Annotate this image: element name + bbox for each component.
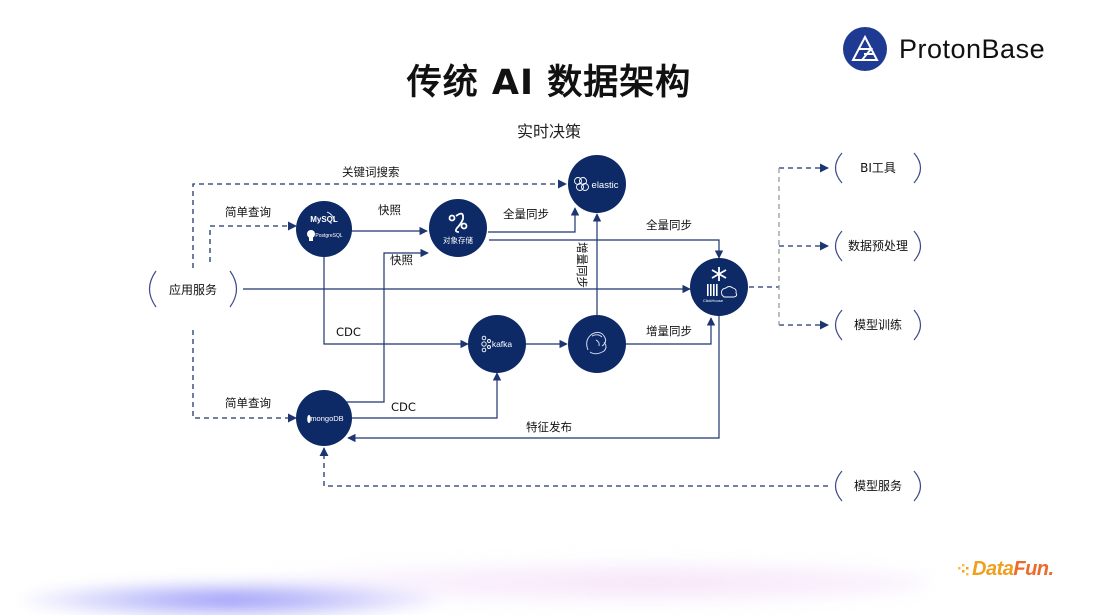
decorative-gradient-wave xyxy=(0,540,1098,615)
edge-incr-sync-ch xyxy=(625,317,716,345)
edge-keyword-search xyxy=(192,179,567,268)
bi-tool-label: BI工具 xyxy=(860,161,896,175)
kafka-label: kafka xyxy=(492,339,513,349)
label-snapshot-mongo: 快照 xyxy=(390,253,413,267)
postgresql-elephant-icon xyxy=(307,230,315,241)
brand-name: ProtonBase xyxy=(899,33,1046,64)
label-simple-query-bottom: 简单查询 xyxy=(225,396,271,410)
kafka-logo-icon xyxy=(481,335,491,353)
output-model-training[interactable]: 模型训练 xyxy=(834,309,922,341)
label-cdc-mysql: CDC xyxy=(336,325,361,339)
label-full-sync-es: 全量同步 xyxy=(503,207,549,221)
node-flink[interactable] xyxy=(568,315,626,373)
label-incr-sync-es: 增量同步 xyxy=(575,242,589,288)
postgresql-label: PostgreSQL xyxy=(315,233,342,239)
label-keyword-search: 关键词搜索 xyxy=(342,165,400,179)
page-title: 传统 AI 数据架构 xyxy=(406,63,692,103)
output-model-service[interactable]: 模型服务 xyxy=(834,470,922,502)
mongodb-leaf-icon xyxy=(307,415,311,423)
clickhouse-bars-icon xyxy=(707,284,718,296)
node-object-storage[interactable]: 对象存储 xyxy=(429,199,487,257)
mongodb-label: mongoDB xyxy=(310,414,343,423)
output-data-preprocess[interactable]: 数据预处理 xyxy=(834,230,922,262)
brand-logo: ProtonBase xyxy=(843,27,1045,71)
edge-mongo-cdc xyxy=(349,372,502,419)
label-snapshot-mysql: 快照 xyxy=(378,203,401,217)
object-storage-icon xyxy=(448,212,468,233)
edge-feature-publish xyxy=(347,316,720,443)
node-app-service[interactable]: 应用服务 xyxy=(148,270,238,308)
mysql-dolphin-icon xyxy=(326,211,336,223)
model-service-label: 模型服务 xyxy=(854,478,902,493)
object-storage-label: 对象存储 xyxy=(443,235,473,245)
edge-full-sync-ch xyxy=(489,239,724,259)
node-clickhouse[interactable]: ClickHouse xyxy=(690,258,748,316)
edge-simple-query-top xyxy=(209,221,297,262)
output-bi-tool[interactable]: BI工具 xyxy=(834,152,922,184)
snowflake-icon xyxy=(711,267,727,281)
page-subtitle: 实时决策 xyxy=(516,122,581,141)
label-feature-publish: 特征发布 xyxy=(526,420,572,434)
clickhouse-label: ClickHouse xyxy=(703,298,724,303)
datafun-dots-icon xyxy=(958,563,969,575)
mysql-label: MySQL xyxy=(310,215,338,224)
model-training-label: 模型训练 xyxy=(854,317,902,332)
label-cdc-mongo: CDC xyxy=(391,400,416,414)
edge-mongo-snapshot xyxy=(346,248,429,403)
edge-model-service xyxy=(319,447,828,487)
label-incr-sync-ch: 增量同步 xyxy=(646,324,692,338)
datafun-fun-text: Fun. xyxy=(1013,558,1054,580)
node-mongodb[interactable]: mongoDB xyxy=(296,390,352,446)
elastic-logo-icon xyxy=(574,177,589,191)
edge-mysql-cdc xyxy=(323,257,469,349)
flink-squirrel-icon xyxy=(586,331,607,355)
elastic-label: elastic xyxy=(592,180,619,191)
app-service-label: 应用服务 xyxy=(169,282,217,297)
protonbase-logo-icon xyxy=(843,27,887,71)
edge-simple-query-bottom xyxy=(192,330,297,423)
data-preprocess-label: 数据预处理 xyxy=(848,238,908,253)
node-elastic[interactable]: elastic xyxy=(568,155,626,213)
cloud-elephant-icon xyxy=(721,286,738,298)
node-mysql-postgresql[interactable]: MySQL PostgreSQL xyxy=(296,201,352,257)
label-full-sync-ch: 全量同步 xyxy=(646,218,692,232)
label-simple-query-top: 简单查询 xyxy=(225,205,271,219)
datafun-wordmark: DataFun. xyxy=(972,558,1054,581)
datafun-data-text: Data xyxy=(972,558,1014,580)
node-kafka[interactable]: kafka xyxy=(468,315,526,373)
datafun-logo: DataFun. xyxy=(958,558,1054,581)
edge-full-sync-es xyxy=(488,207,580,233)
